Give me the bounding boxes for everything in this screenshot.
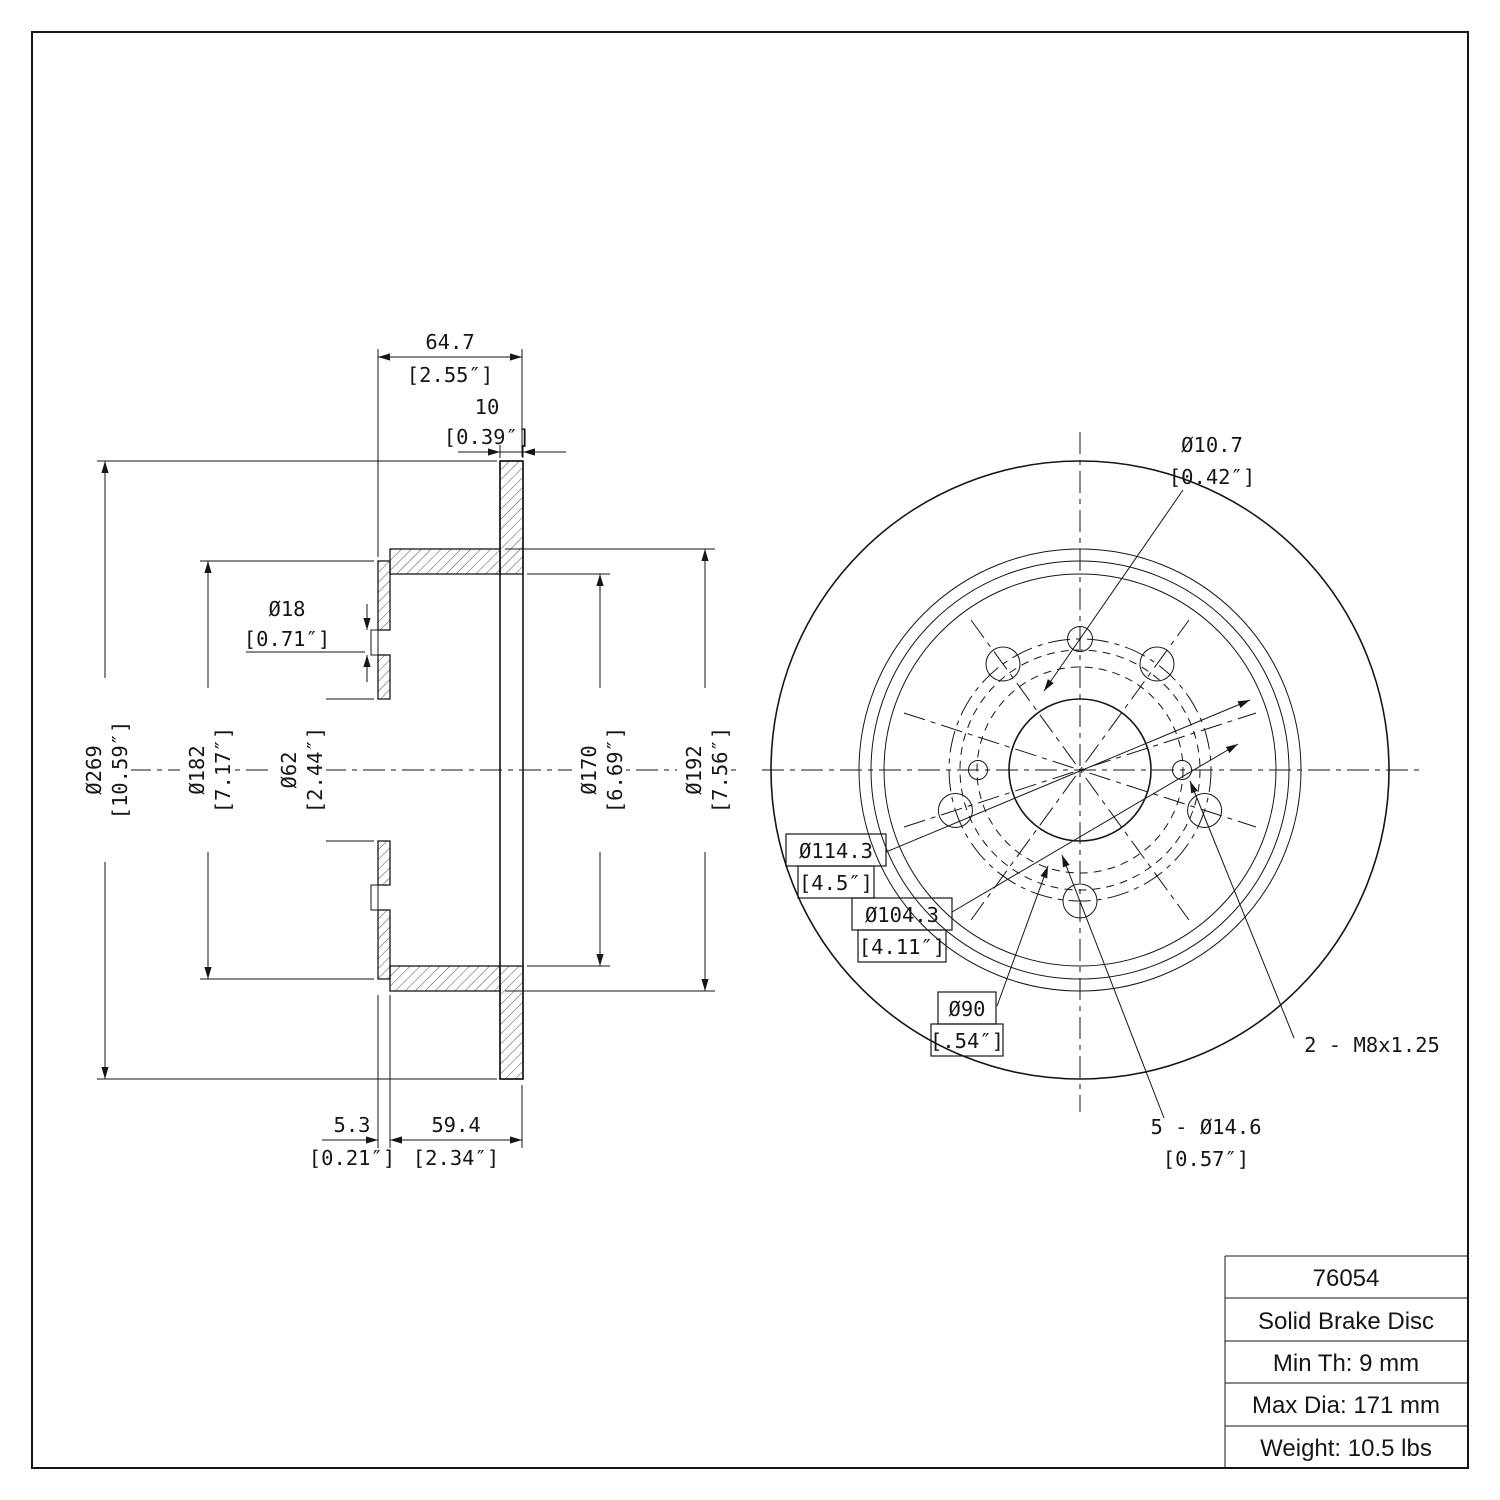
dim-bore-dia-in: [2.44″] [303, 727, 327, 813]
section-geometry [370, 460, 524, 1080]
lug-hole [1187, 793, 1223, 828]
dim-inner-dia-in: [6.69″] [603, 727, 627, 813]
lug-hole [1139, 646, 1175, 682]
front-centerlines [762, 432, 1422, 1112]
label-lug-note-in: [0.57″] [1163, 1147, 1249, 1171]
dim-hat-dia-in: [7.17″] [211, 727, 235, 813]
dim-outer-dia-in: [10.59″] [108, 721, 132, 820]
title-product-name: Solid Brake Disc [1258, 1308, 1434, 1335]
label-bolt-circle-mm: Ø114.3 [799, 839, 873, 863]
dim-hat-outer-dia-in: [7.56″] [708, 727, 732, 813]
title-min-thickness: Min Th: 9 mm [1273, 1350, 1419, 1377]
label-small-hole-in: [0.42″] [1169, 465, 1255, 489]
page-border [31, 31, 1469, 1469]
label-circle90-in: [.54″] [930, 1029, 1004, 1053]
dim-outer-dia-mm: Ø269 [82, 745, 106, 794]
title-max-diameter: Max Dia: 171 mm [1252, 1392, 1440, 1419]
front-view: Ø114.3 [4.5″] Ø104.3 [4.11″] Ø90 [.54″] … [762, 432, 1440, 1171]
dim-depth-mm: 59.4 [431, 1113, 480, 1137]
label-bolt-circle-in: [4.5″] [799, 871, 873, 895]
lug-hole-section-bottom [370, 884, 379, 911]
title-weight: Weight: 10.5 lbs [1260, 1435, 1432, 1462]
dim-hat-outer-dia-mm: Ø192 [682, 745, 706, 794]
section-view: Ø269 [10.59″] Ø182 [7.17″] Ø62 [2.44″] Ø… [77, 330, 742, 1170]
label-small-hole-mm: Ø10.7 [1181, 433, 1243, 457]
title-block: 76054 Solid Brake Disc Min Th: 9 mm Max … [1224, 1255, 1468, 1468]
dim-thickness-mm: 10 [475, 395, 500, 419]
service-hole [1067, 626, 1093, 652]
dim-hole-mm: Ø18 [268, 597, 305, 621]
label-circle104-mm: Ø104.3 [865, 903, 939, 927]
lug-hole [937, 793, 973, 828]
dim-bore-dia-mm: Ø62 [277, 751, 301, 788]
dim-face-in: [0.21″] [309, 1146, 395, 1170]
dim-face-mm: 5.3 [333, 1113, 370, 1137]
dim-inner-dia-mm: Ø170 [577, 745, 601, 794]
dim-width-mm: 64.7 [425, 330, 474, 354]
dim-width-in: [2.55″] [407, 363, 493, 387]
lug-hole-section-top [370, 629, 379, 656]
label-lug-note-mm: 5 - Ø14.6 [1150, 1115, 1261, 1139]
dim-hat-dia-mm: Ø182 [185, 745, 209, 794]
lug-hole [985, 646, 1021, 682]
front-leaders [885, 489, 1295, 1119]
dim-thickness-in: [0.39″] [444, 425, 530, 449]
label-circle104-in: [4.11″] [859, 935, 945, 959]
dim-hole-in: [0.71″] [244, 627, 330, 651]
label-thread-note: 2 - M8x1.25 [1304, 1033, 1440, 1057]
dim-depth-in: [2.34″] [413, 1146, 499, 1170]
label-circle90-mm: Ø90 [948, 997, 985, 1021]
title-part-number: 76054 [1313, 1265, 1380, 1292]
